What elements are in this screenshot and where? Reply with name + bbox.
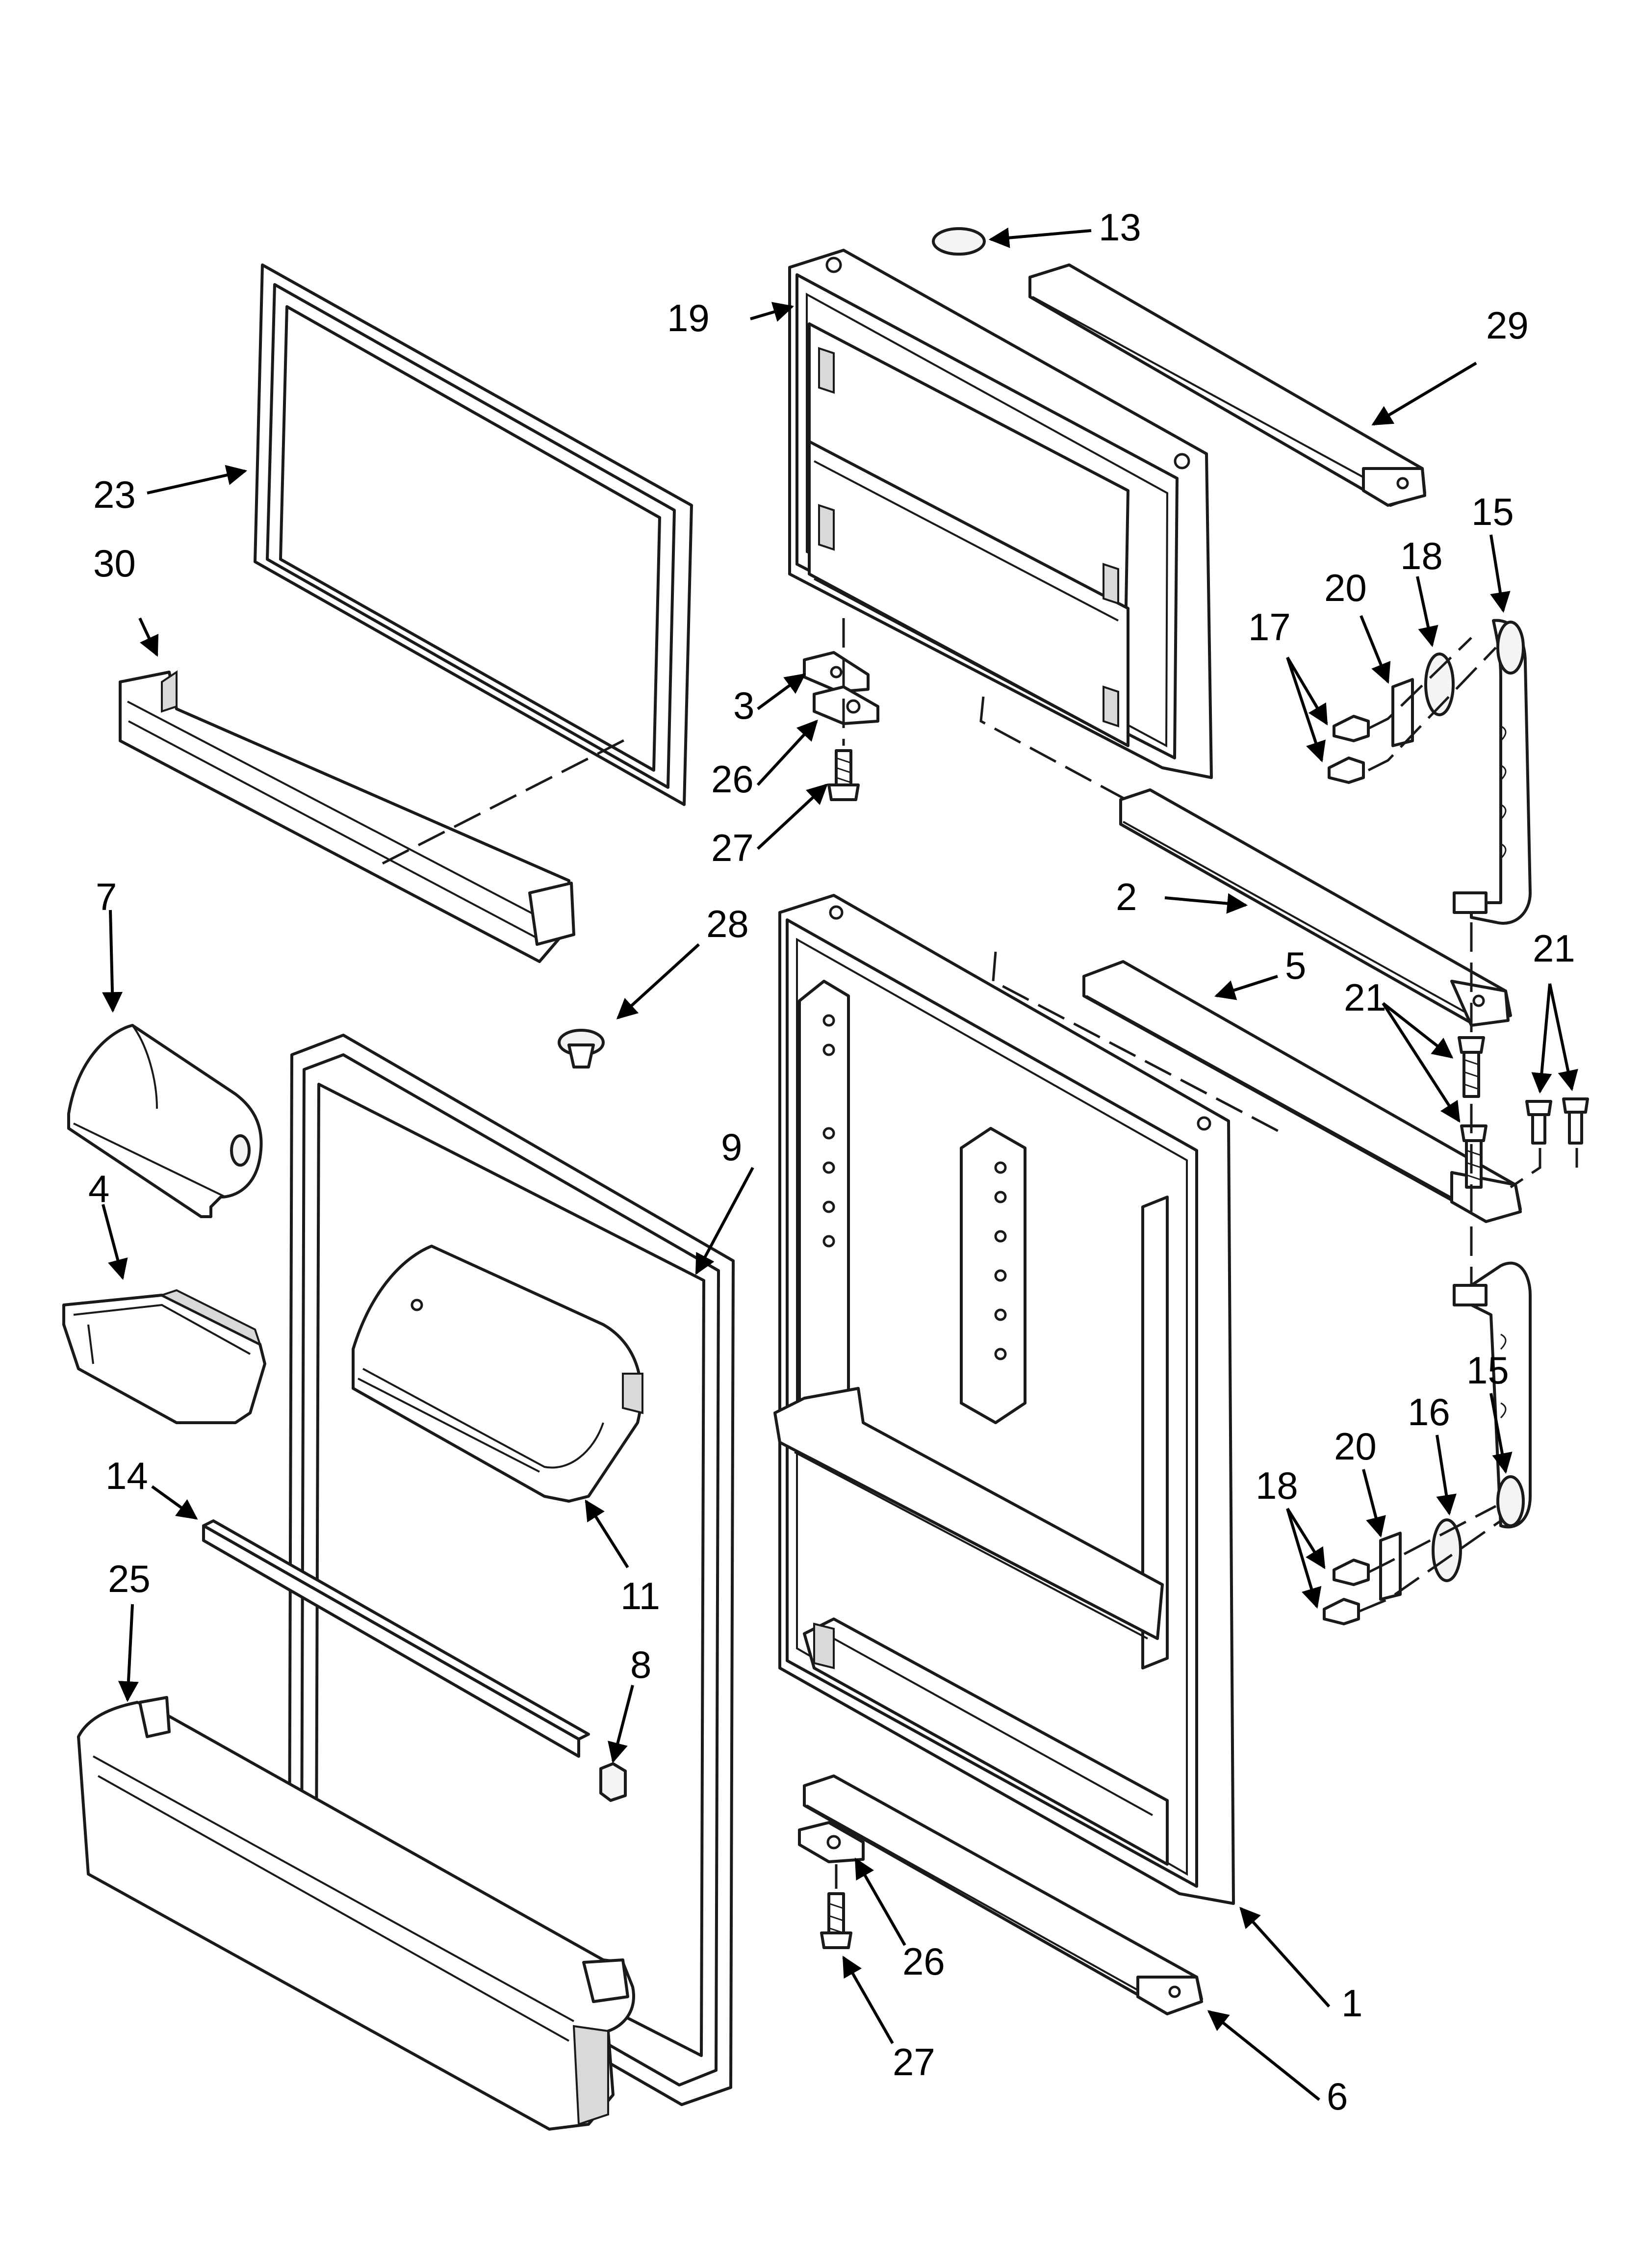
callout-23: 23: [93, 473, 136, 516]
callout-17: 18: [1400, 534, 1443, 577]
callout-25: 25: [108, 1557, 151, 1600]
dairy-bin: [62, 1289, 266, 1424]
handle-dash-lower-2: [1358, 1505, 1502, 1613]
hinge-assembly-upper: [803, 651, 879, 801]
utility-bin: [352, 1245, 643, 1503]
screw-dash: [1470, 922, 1578, 1212]
callout-16: 16: [1408, 1390, 1450, 1434]
leader-lines: [102, 227, 1578, 2101]
callout-27-lower: 27: [893, 2040, 935, 2084]
freezer-door-shelf: [119, 670, 575, 963]
callout-20-upper: 20: [1324, 566, 1367, 609]
hinge-screws: [1458, 1036, 1589, 1189]
handle-spacer-lower: [1432, 1518, 1462, 1582]
freezer-gasket-shelf-dash: [382, 734, 634, 865]
hinge-assembly-lower: [798, 1821, 865, 1949]
callout-1: 1: [1341, 1981, 1362, 2025]
callout-26-lower: 26: [902, 1940, 945, 1983]
handle-dash-upper: [1367, 637, 1497, 772]
callout-14: 14: [105, 1454, 148, 1497]
center-cover-dash: [992, 951, 1283, 1135]
center-hinge-cover: [1082, 960, 1522, 1223]
callout-labels: 13 19 29 23 30 15 18 20 17 3 26 27 2 5 2…: [88, 206, 1575, 2118]
callout-9: 9: [721, 1125, 742, 1169]
callout-15-lower: 15: [1466, 1349, 1509, 1392]
callout-2: 2: [1116, 875, 1137, 918]
callout-15-upper: 15: [1471, 490, 1514, 533]
shelf-trim: [202, 1519, 590, 1758]
freezer-door-gasket: [254, 263, 693, 806]
callout-27-upper: 27: [711, 826, 754, 869]
callout-19: 19: [667, 296, 710, 339]
freezer-door-handle: [1453, 619, 1532, 925]
callout-18-upper: 17: [1248, 605, 1291, 649]
callout-6: 6: [1327, 2075, 1348, 2118]
dairy-door: [67, 1024, 263, 1218]
callout-29: 29: [1486, 304, 1529, 347]
callout-21-right: 21: [1533, 927, 1575, 970]
callout-26-upper: 26: [711, 757, 754, 801]
callout-4: 4: [88, 1167, 109, 1210]
freezer-door: [788, 249, 1213, 779]
callout-5: 5: [1285, 944, 1306, 987]
callout-20-lower: 20: [1334, 1425, 1377, 1468]
callout-28: 28: [706, 902, 749, 945]
callout-18-lower: 18: [1256, 1464, 1298, 1507]
freezer-door-top-trim: [1028, 263, 1426, 507]
fresh-food-door-bin: [77, 1696, 635, 2131]
fresh-food-door: [773, 894, 1235, 1905]
center-hinge-bracket: [1119, 788, 1512, 1027]
fresh-food-door-handle: [1453, 1261, 1532, 1529]
callout-13: 13: [1099, 206, 1141, 249]
callout-7: 8: [630, 1643, 651, 1686]
door-plug: [932, 227, 986, 256]
callout-21-left: 21: [1344, 976, 1386, 1019]
callout-3: 3: [733, 684, 754, 727]
callout-11: 11: [620, 1574, 660, 1617]
callout-8: 7: [96, 875, 117, 918]
fresh-food-bottom-trim: [803, 1774, 1203, 2015]
shelf-end-cap: [599, 1762, 627, 1802]
callout-30: 30: [93, 542, 136, 585]
hole-plug: [558, 1029, 605, 1069]
